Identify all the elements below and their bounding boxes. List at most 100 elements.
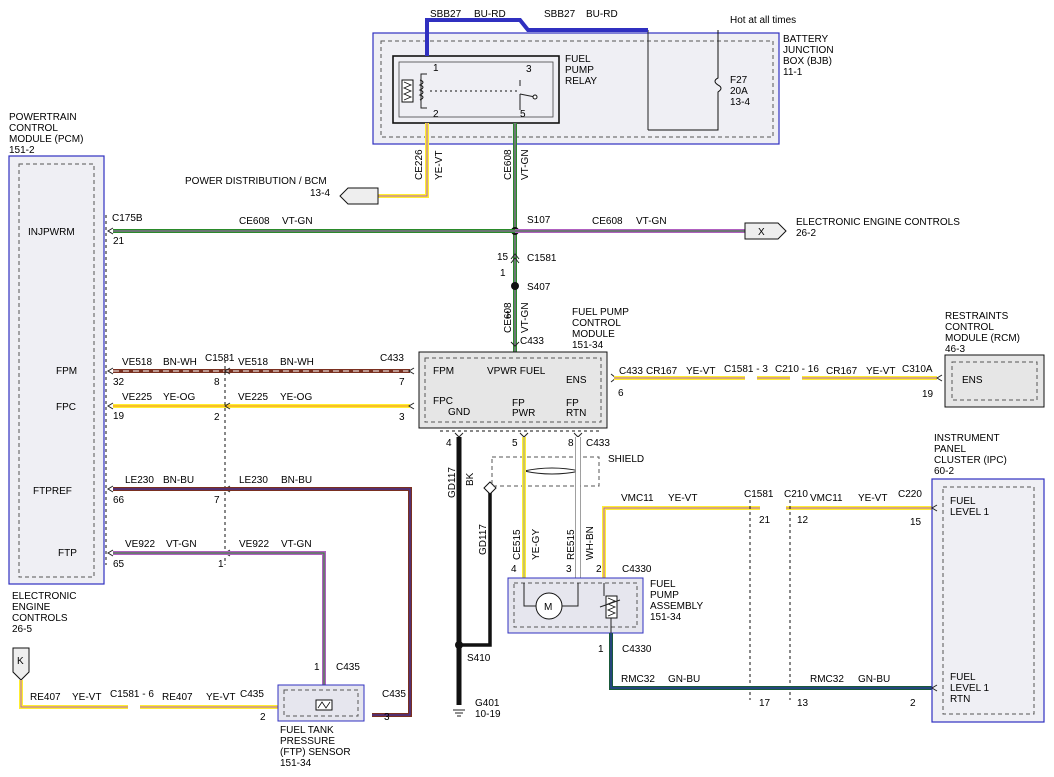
pump-pin-1: 1 [598, 644, 604, 655]
resistor-zigzag-icon [402, 81, 413, 101]
pcm-inner-outline [18, 163, 95, 578]
bjb-outline [372, 32, 780, 145]
g401-page: 10-19 [475, 709, 501, 720]
fpm-pin-8: 8 [214, 377, 220, 388]
power-distribution-label: POWER DISTRIBUTION / BCM [185, 176, 327, 187]
ground-wire: GD117 BK GD117 S410 G401 10-19 [447, 437, 501, 720]
eec-left: ELECTRONIC ENGINE CONTROLS 26-5 K [12, 591, 76, 681]
splice-s407 [511, 282, 519, 290]
rmc-pin-17: 17 [759, 698, 771, 709]
fpcm-label-fpc: FPC [433, 396, 453, 407]
pcm-pin-fpm: FPM [56, 366, 77, 377]
eec-connector-icon [744, 222, 787, 240]
fpc-wire: VE225 YE-OG VE225 YE-OG 2 3 [113, 392, 410, 423]
sbb27-left-color: BU-RD [474, 9, 506, 20]
pump-pin-3: 3 [566, 564, 572, 575]
c1581-label-vpwr: C1581 [527, 253, 557, 264]
re407-wire: RE407 YE-VT C1581 - 6 RE407 YE-VT C435 2 [19, 680, 278, 723]
eec-left-page: 26-5 [12, 624, 32, 635]
ipc-title-3: CLUSTER (IPC) [934, 455, 1007, 466]
eec-right-color: VT-GN [636, 216, 667, 227]
ce608-vert-circuit: CE608 [503, 149, 514, 180]
vmc-circuit-2: VMC11 [810, 493, 843, 504]
re407-circuit-2: RE407 [162, 692, 193, 703]
relay-pin-1: 1 [433, 63, 439, 74]
fuse-icon [648, 30, 722, 131]
fpm-wire: VE518 BN-WH C1581 VE518 BN-WH C433 8 7 [113, 353, 410, 388]
bjb-title-2: JUNCTION [783, 45, 834, 56]
relay-switch-icon [519, 93, 536, 98]
vmc-color-1: YE-VT [668, 493, 697, 504]
fpcm-vpwr-pin: 1 [505, 310, 511, 321]
ipc-fuel-level-1: FUEL [950, 496, 976, 507]
ftp-sensor-title-1: FUEL TANK [280, 725, 334, 736]
fpc-pin-2: 2 [214, 412, 220, 423]
hot-at-all-times-label: Hot at all times [730, 15, 796, 26]
relay-title-1: FUEL [565, 54, 591, 65]
fpcm-pin-5: 5 [512, 438, 518, 449]
pump-wires: CE515 YE-GY RE515 WH-BN 4 3 [511, 437, 596, 578]
pump-pwr-circuit: CE515 [512, 529, 523, 560]
fuel-pump-control-module: FUEL PUMP CONTROL MODULE 151-34 FPM VPWR… [408, 307, 629, 449]
restraints-control-module: RESTRAINTS CONTROL MODULE (RCM) 46-3 ENS [944, 311, 1045, 408]
eec-left-marker-k: K [17, 656, 24, 667]
sbb27-wire: SBB27 BU-RD SBB27 BU-RD [425, 9, 648, 56]
ens-circuit-2: CR167 [826, 366, 858, 377]
ftpref-circuit-left: LE230 [125, 475, 154, 486]
vmc-color-2: YE-VT [858, 493, 887, 504]
re407-c435: C435 [240, 689, 264, 700]
fpm-pin-7: 7 [399, 377, 405, 388]
vmc-c220: C220 [898, 489, 922, 500]
pump-pin-4: 4 [511, 564, 517, 575]
pump-page: 151-34 [650, 612, 682, 623]
ens-c210-16: C210 - 16 [775, 364, 819, 375]
ens-c310a: C310A [902, 364, 933, 375]
rmc-pin-13: 13 [797, 698, 809, 709]
fpm-circuit-left: VE518 [122, 357, 152, 368]
pcm-pin-fpc: FPC [56, 402, 76, 413]
relay-pin-5: 5 [520, 109, 526, 120]
vmc-pin-15: 15 [910, 517, 922, 528]
ftpref-color-left: BN-BU [163, 475, 194, 486]
pump-title-3: ASSEMBLY [650, 601, 703, 612]
relay-coil-resistor-icon [401, 79, 414, 103]
fpc-color-left: YE-OG [163, 392, 195, 403]
fpcm-title-1: FUEL PUMP [572, 307, 629, 318]
rmc32-wire: RMC32 GN-BU RMC32 GN-BU 17 13 2 [609, 633, 932, 709]
ground-circuit-2: GD117 [478, 524, 489, 555]
vmc11-wire: VMC11 YE-VT C1581 C210 VMC11 YE-VT C220 … [596, 489, 932, 578]
pcm-pin-injpwrm: INJPWRM [28, 227, 75, 238]
fpcm-label-ens: ENS [566, 375, 587, 386]
ftp-sensor-title-2: PRESSURE [280, 736, 335, 747]
ftpref-wire: LE230 BN-BU LE230 BN-BU 7 [113, 475, 412, 717]
ground-circuit: GD117 [447, 467, 458, 498]
eec-right-title: ELECTRONIC ENGINE CONTROLS [796, 217, 960, 228]
fpcm-label-fpm: FPM [433, 366, 454, 377]
rcm-page: 46-3 [945, 344, 965, 355]
fpcm-pin-8: 8 [568, 438, 574, 449]
rmc-circuit-1: RMC32 [621, 674, 655, 685]
fpm-c433: C433 [380, 353, 404, 364]
ce226-wire: CE226 YE-VT POWER DISTRIBUTION / BCM 13-… [185, 123, 445, 205]
ens-color-2: YE-VT [866, 366, 895, 377]
ens-pin-6: 6 [618, 388, 624, 399]
relay-inner-box [398, 61, 554, 118]
eec-left-title-1: ELECTRONIC [12, 591, 76, 602]
ftp-sensor: 1 C435 C435 3 FUEL TANK PRESSURE (FTP) S… [277, 662, 406, 769]
pcm-title-3: MODULE (PCM) [9, 134, 83, 145]
pcm-title-2: CONTROL [9, 123, 58, 134]
fuse-page: 13-4 [730, 97, 750, 108]
ens-c433: C433 [619, 366, 643, 377]
ce608-vert-color: VT-GN [520, 149, 531, 180]
ground-color: BK [465, 472, 476, 486]
fpm-c1581: C1581 [205, 353, 235, 364]
rcm-title-1: RESTRAINTS [945, 311, 1009, 322]
pcm-page: 151-2 [9, 145, 35, 156]
fpm-color-left: BN-WH [163, 357, 197, 368]
relay-pin-2: 2 [433, 109, 439, 120]
rmc-color-2: GN-BU [858, 674, 890, 685]
fuse-id: F27 [730, 75, 748, 86]
eec-right-page: 26-2 [796, 228, 816, 239]
ipc-title-2: PANEL [934, 444, 966, 455]
power-distribution-page: 13-4 [310, 188, 330, 199]
